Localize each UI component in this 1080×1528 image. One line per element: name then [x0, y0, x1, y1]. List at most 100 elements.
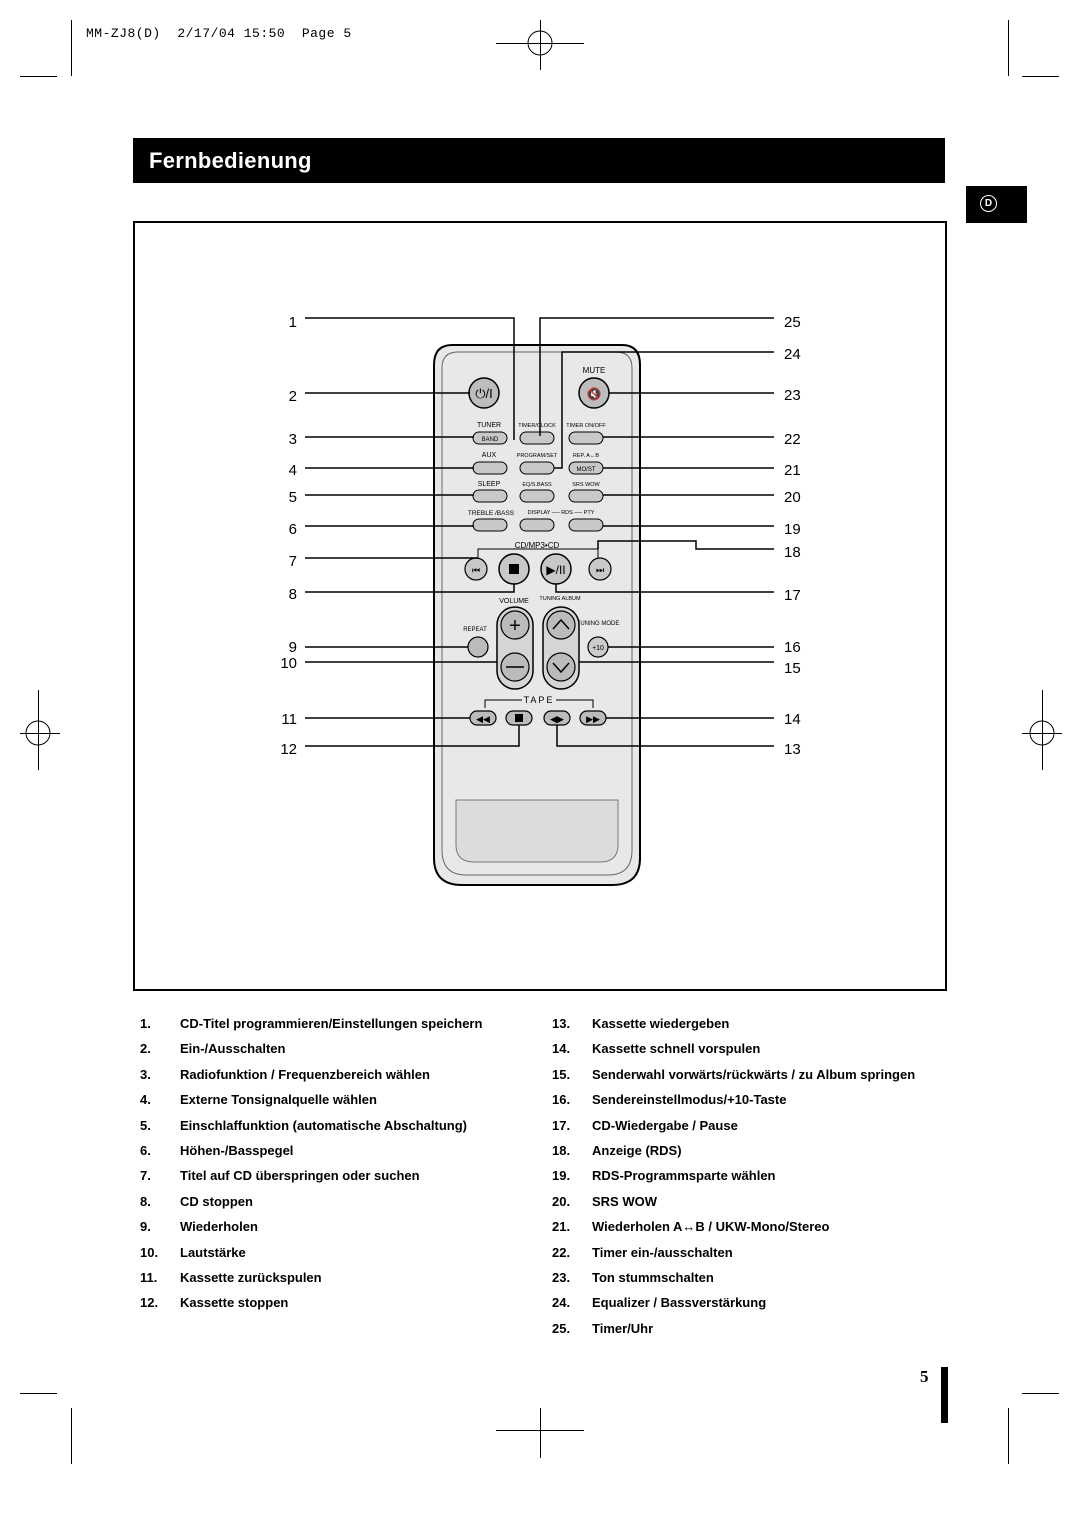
callout-number: 24 [784, 346, 801, 363]
plus10-label: +10 [592, 645, 604, 652]
callout-number: 3 [289, 431, 297, 448]
callout-number: 4 [289, 462, 297, 479]
display-rds-pty-label: DISPLAY ── RDS ── PTY [528, 510, 595, 516]
legend-item-number: 19. [552, 1168, 571, 1184]
tape-label: TAPE [524, 695, 555, 705]
callout-number: 9 [289, 639, 297, 656]
legend-item-number: 13. [552, 1016, 571, 1031]
callout-number: 7 [289, 553, 297, 570]
stop-icon [509, 564, 519, 574]
legend-item-number: 18. [552, 1143, 571, 1158]
power-icon: ⏻/I [475, 386, 493, 401]
sleep-label: SLEEP [478, 481, 501, 488]
mute-button[interactable]: 🔇 [578, 377, 610, 409]
legend-item-number: 1. [140, 1016, 151, 1031]
program-set-label: PROGRAM/SET [517, 453, 558, 459]
callout-number: 22 [784, 431, 801, 448]
timer-clock-button[interactable] [519, 431, 555, 445]
legend-item-number: 20. [552, 1193, 571, 1209]
mute-label: MUTE [583, 366, 606, 375]
callout-leader-lines [305, 317, 774, 747]
timer-onoff-button[interactable] [568, 431, 604, 445]
callout-number: 19 [784, 521, 801, 538]
fast-forward-icon: ▶▶ [586, 714, 600, 724]
aux-button[interactable] [472, 461, 508, 475]
callout-number: 11 [281, 711, 297, 728]
cd-play-pause-button[interactable]: ▶/II [540, 553, 572, 585]
srs-wow-label: SRS WOW [572, 482, 600, 488]
treble-bass-button[interactable] [472, 518, 508, 532]
tape-rewind-button[interactable]: ◀◀ [469, 710, 497, 726]
tape-stop-button[interactable] [505, 710, 533, 726]
pty-button[interactable] [568, 518, 604, 532]
sleep-button[interactable] [472, 489, 508, 503]
program-set-button[interactable] [519, 461, 555, 475]
legend-item-text: Einschlaffunktion (automatische Abschalt… [180, 1117, 467, 1133]
cd-skip-forward-button[interactable]: ⏭ [588, 557, 612, 581]
language-badge-label: D [980, 195, 997, 212]
timer-onoff-label: TIMER ON/OFF [566, 423, 606, 429]
cd-skip-back-button[interactable]: ⏮ [464, 557, 488, 581]
tuning-down-button[interactable] [546, 652, 576, 682]
srs-wow-button[interactable] [568, 489, 604, 503]
legend-item-text: CD-Wiedergabe / Pause [592, 1117, 738, 1133]
tuning-album-label: TUNING ALBUM [539, 596, 581, 602]
plus-icon: + [509, 615, 521, 637]
callout-number: 6 [289, 521, 297, 538]
callout-number: 16 [784, 639, 801, 656]
callout-number: 25 [784, 314, 801, 331]
legend-item-text: Kassette schnell vorspulen [592, 1041, 761, 1057]
callout-number: 8 [289, 586, 297, 603]
print-header: MM-ZJ8(D) 2/17/04 15:50 Page 5 [86, 26, 352, 41]
tuning-mode-label: TUNING MODE [577, 621, 620, 627]
legend-item-text: RDS-Programmsparte wählen [592, 1168, 776, 1184]
legend-item-text: SRS WOW [592, 1193, 657, 1209]
tape-fast-forward-button[interactable]: ▶▶ [579, 710, 607, 726]
callout-number: 21 [784, 462, 801, 479]
chevron-down-icon [552, 662, 570, 674]
callout-number: 20 [784, 489, 801, 506]
legend-item-number: 6. [140, 1143, 151, 1158]
eq-sbass-button[interactable] [519, 489, 555, 503]
legend-item-text: Wiederholen [180, 1219, 258, 1235]
aux-label: AUX [482, 452, 497, 459]
cd-mp3-cd-label: CD/MP3•CD [515, 541, 560, 550]
repeat-button[interactable] [467, 636, 489, 658]
tape-play-button[interactable]: ◀▶ [543, 710, 571, 726]
callout-number: 10 [280, 655, 297, 672]
legend-item-text: CD-Titel programmieren/Einstellungen spe… [180, 1016, 483, 1031]
legend-item-number: 15. [552, 1066, 571, 1082]
tuning-mode-plus10-button[interactable]: +10 [587, 636, 609, 658]
volume-down-button[interactable] [500, 652, 530, 682]
remote-control-diagram: ⏻/I MUTE 🔇 TUNER TIMER/CLOCK TIMER ON/OF… [25, 30, 1055, 886]
callout-number: 1 [289, 314, 297, 331]
display-button[interactable] [519, 518, 555, 532]
mo-st-label: MO/ST [577, 467, 596, 473]
legend-item-text: Ein-/Ausschalten [180, 1041, 286, 1057]
legend-item-number: 25. [552, 1320, 571, 1336]
band-button[interactable] [472, 431, 508, 445]
treble-bass-label: TREBLE /BASS [468, 510, 515, 517]
callout-number: 18 [784, 544, 801, 561]
rep-ab-label: REP. A↔B [573, 453, 600, 459]
skip-back-icon: ⏮ [472, 565, 480, 575]
language-badge: D [966, 186, 1027, 223]
legend-item-number: 2. [140, 1041, 151, 1057]
cd-stop-button[interactable] [498, 553, 530, 585]
legend-item-text: Kassette wiedergeben [592, 1016, 730, 1031]
tuning-up-button[interactable] [546, 610, 576, 640]
page-number: 5 [920, 1367, 929, 1386]
legend-item-number: 24. [552, 1295, 571, 1311]
chevron-up-icon [552, 618, 570, 630]
legend-item-number: 11. [140, 1270, 158, 1285]
callout-number: 15 [784, 660, 801, 677]
power-button[interactable]: ⏻/I [468, 377, 500, 409]
page-title: Fernbedienung [149, 148, 312, 173]
legend-item-number: 9. [140, 1219, 151, 1235]
legend-item-number: 17. [552, 1117, 571, 1133]
volume-up-button[interactable]: + [500, 610, 530, 640]
legend-item-number: 23. [552, 1270, 571, 1285]
legend-item-text: Höhen-/Basspegel [180, 1143, 294, 1158]
legend-item-text: CD stoppen [180, 1193, 253, 1209]
legend-item-text: Kassette zurückspulen [180, 1270, 322, 1285]
